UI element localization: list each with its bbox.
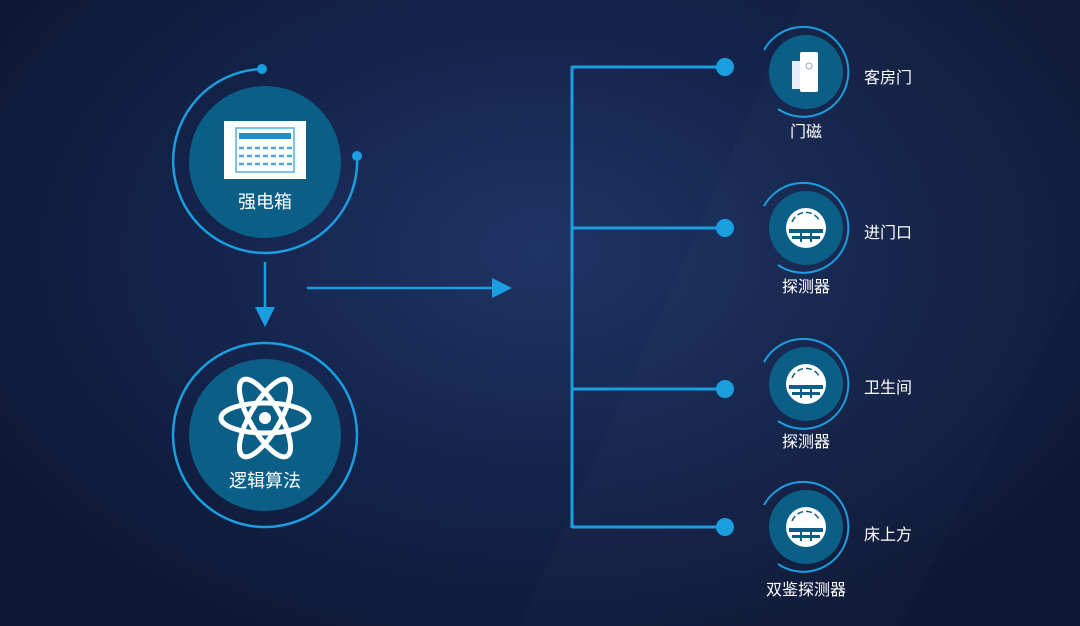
device-location: 客房门 xyxy=(863,68,913,87)
device-name: 探测器 xyxy=(781,277,831,296)
detector-icon xyxy=(786,208,826,248)
device-location: 卫生间 xyxy=(863,378,913,397)
device-node xyxy=(763,337,850,430)
connector-tree xyxy=(570,65,725,529)
device-location: 床上方 xyxy=(863,525,913,544)
logic-algorithm-node xyxy=(171,341,359,529)
device-node xyxy=(763,480,850,573)
device-location: 进门口 xyxy=(863,223,913,242)
device-name: 探测器 xyxy=(781,432,831,451)
device-name: 双鉴探测器 xyxy=(765,580,847,599)
detector-icon xyxy=(786,364,826,404)
device-node xyxy=(763,25,850,118)
device-node xyxy=(763,181,850,274)
electrical-box-icon xyxy=(224,121,306,179)
logic-algorithm-label: 逻辑算法 xyxy=(229,471,301,492)
device-name: 门磁 xyxy=(789,122,823,141)
door-sensor-icon xyxy=(792,52,818,92)
atom-icon xyxy=(218,376,312,460)
electrical-box-label: 强电箱 xyxy=(238,192,292,213)
detector-icon xyxy=(786,507,826,547)
electrical-box-node xyxy=(171,64,362,255)
